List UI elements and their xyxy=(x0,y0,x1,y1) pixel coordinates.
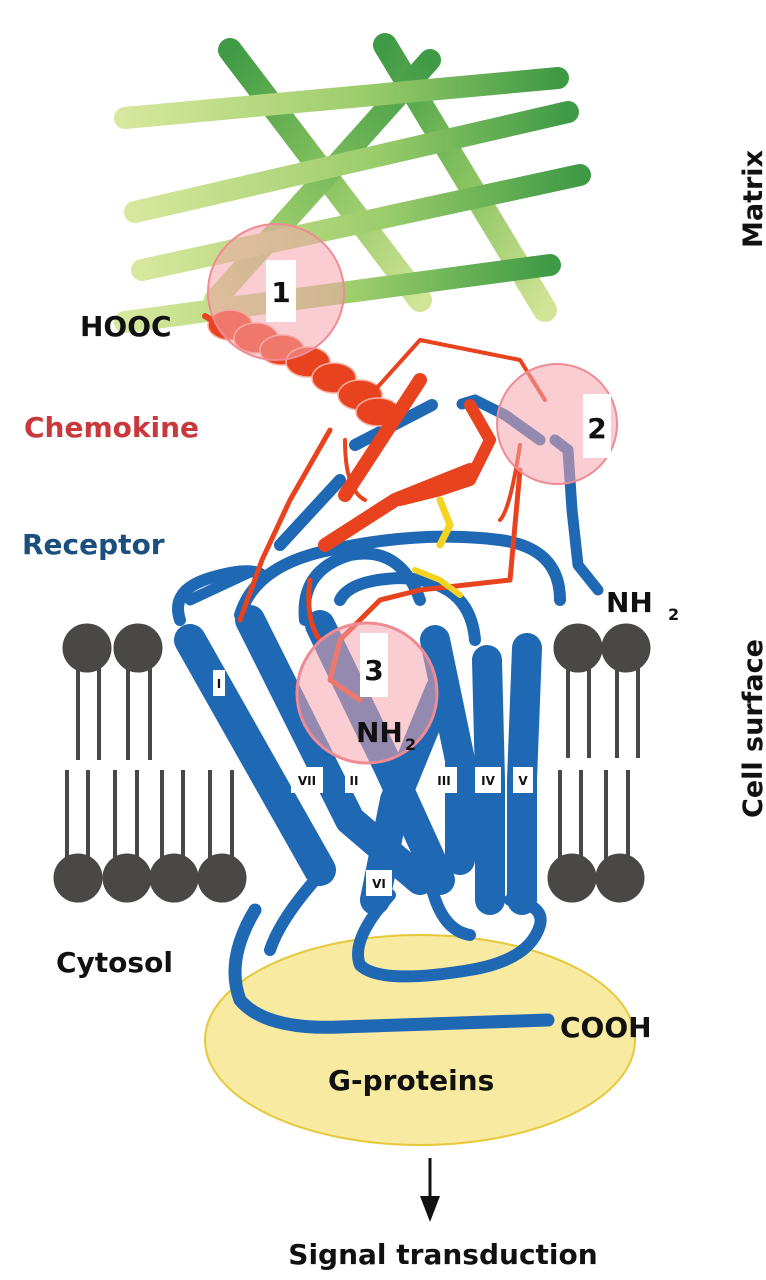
helix-label-V: V xyxy=(513,767,533,793)
matrix-label: Matrix xyxy=(738,150,766,248)
binding-site-2: 2 xyxy=(496,363,618,485)
svg-text:III: III xyxy=(437,774,450,788)
lipid-head xyxy=(197,853,247,903)
helix-label-VII: VII xyxy=(291,767,323,793)
matrix-fiber xyxy=(131,164,591,281)
helix-label-IV: IV xyxy=(475,767,501,793)
lipid-head xyxy=(53,853,103,903)
cell-surface-label: Cell surface xyxy=(738,639,766,818)
lipid-bilayer xyxy=(53,623,651,903)
binding-site-1-number: 1 xyxy=(271,276,290,309)
lipid-head xyxy=(547,853,597,903)
helix-labels: I VII II III IV V VI xyxy=(213,670,533,896)
g-proteins-label: G-proteins xyxy=(328,1064,494,1097)
svg-text:2: 2 xyxy=(405,735,416,754)
lipid-right-upper xyxy=(553,623,651,758)
svg-text:NH: NH xyxy=(606,586,653,619)
binding-site-3-badge xyxy=(360,633,388,697)
svg-text:II: II xyxy=(350,774,359,788)
lipid-head xyxy=(595,853,645,903)
binding-site-1: 1 xyxy=(207,223,345,361)
lipid-left-upper xyxy=(62,623,163,760)
receptor-loop xyxy=(334,572,481,646)
binding-site-2-badge xyxy=(583,394,611,458)
chemokine-strand xyxy=(394,399,496,506)
svg-text:IV: IV xyxy=(481,774,495,788)
helix-label-VI: VI xyxy=(366,870,392,896)
signal-arrow xyxy=(420,1158,440,1222)
disulfide-bridge xyxy=(436,496,454,549)
lipid-left-lower xyxy=(53,770,247,903)
receptor-strand xyxy=(274,474,346,551)
hooc-label: HOOC xyxy=(80,310,172,343)
lipid-head xyxy=(102,853,152,903)
svg-text:VI: VI xyxy=(372,877,386,891)
helix-label-II: II xyxy=(345,767,363,793)
svg-text:V: V xyxy=(518,774,528,788)
receptor-c-terminus xyxy=(228,903,555,1034)
nh2-center-label: NH 2 xyxy=(356,716,416,754)
receptor-label: Receptor xyxy=(22,528,165,561)
svg-text:I: I xyxy=(217,677,221,691)
chemokine-strand xyxy=(306,577,323,643)
binding-site-2-number: 2 xyxy=(587,412,606,445)
binding-site-3: 3 xyxy=(295,621,439,765)
binding-site-3-number: 3 xyxy=(364,654,383,687)
extracellular-matrix-fibers xyxy=(114,33,591,333)
cytosol-label: Cytosol xyxy=(56,946,173,979)
g-proteins-ellipse xyxy=(204,934,636,1146)
signal-transduction-label: Signal transduction xyxy=(288,1238,597,1271)
matrix-fiber xyxy=(114,67,569,129)
receptor-loop xyxy=(424,874,476,941)
lipid-head xyxy=(601,623,651,673)
helix-I xyxy=(174,624,336,886)
receptor-loop xyxy=(172,565,268,626)
receptor-loop xyxy=(264,874,321,956)
chemokine-beta-sheet xyxy=(338,373,427,502)
disulfide-bridge xyxy=(412,567,463,598)
chemokine-strand xyxy=(237,427,333,623)
matrix-fiber xyxy=(124,101,579,223)
helix-label-III: III xyxy=(431,767,457,793)
cooh-label: COOH xyxy=(560,1011,652,1044)
svg-text:2: 2 xyxy=(668,605,679,624)
chemokine-label: Chemokine xyxy=(24,411,199,444)
arrow-down-icon xyxy=(420,1196,440,1222)
chemokine-c-terminus xyxy=(202,313,218,325)
receptor-loop xyxy=(234,530,566,621)
lipid-head xyxy=(113,623,163,673)
lipid-head xyxy=(553,623,603,673)
lipid-right-lower xyxy=(547,770,645,903)
lipid-head xyxy=(62,623,112,673)
receptor-loop xyxy=(352,889,547,983)
binding-sites: 1 2 3 xyxy=(207,223,618,765)
binding-site-1-badge xyxy=(266,260,296,322)
nh2-right-label: NH 2 xyxy=(606,586,679,624)
svg-text:NH: NH xyxy=(356,716,403,749)
helix-label-I: I xyxy=(213,670,225,696)
svg-text:VII: VII xyxy=(298,774,316,788)
helix-III xyxy=(420,625,475,875)
lipid-head xyxy=(149,853,199,903)
